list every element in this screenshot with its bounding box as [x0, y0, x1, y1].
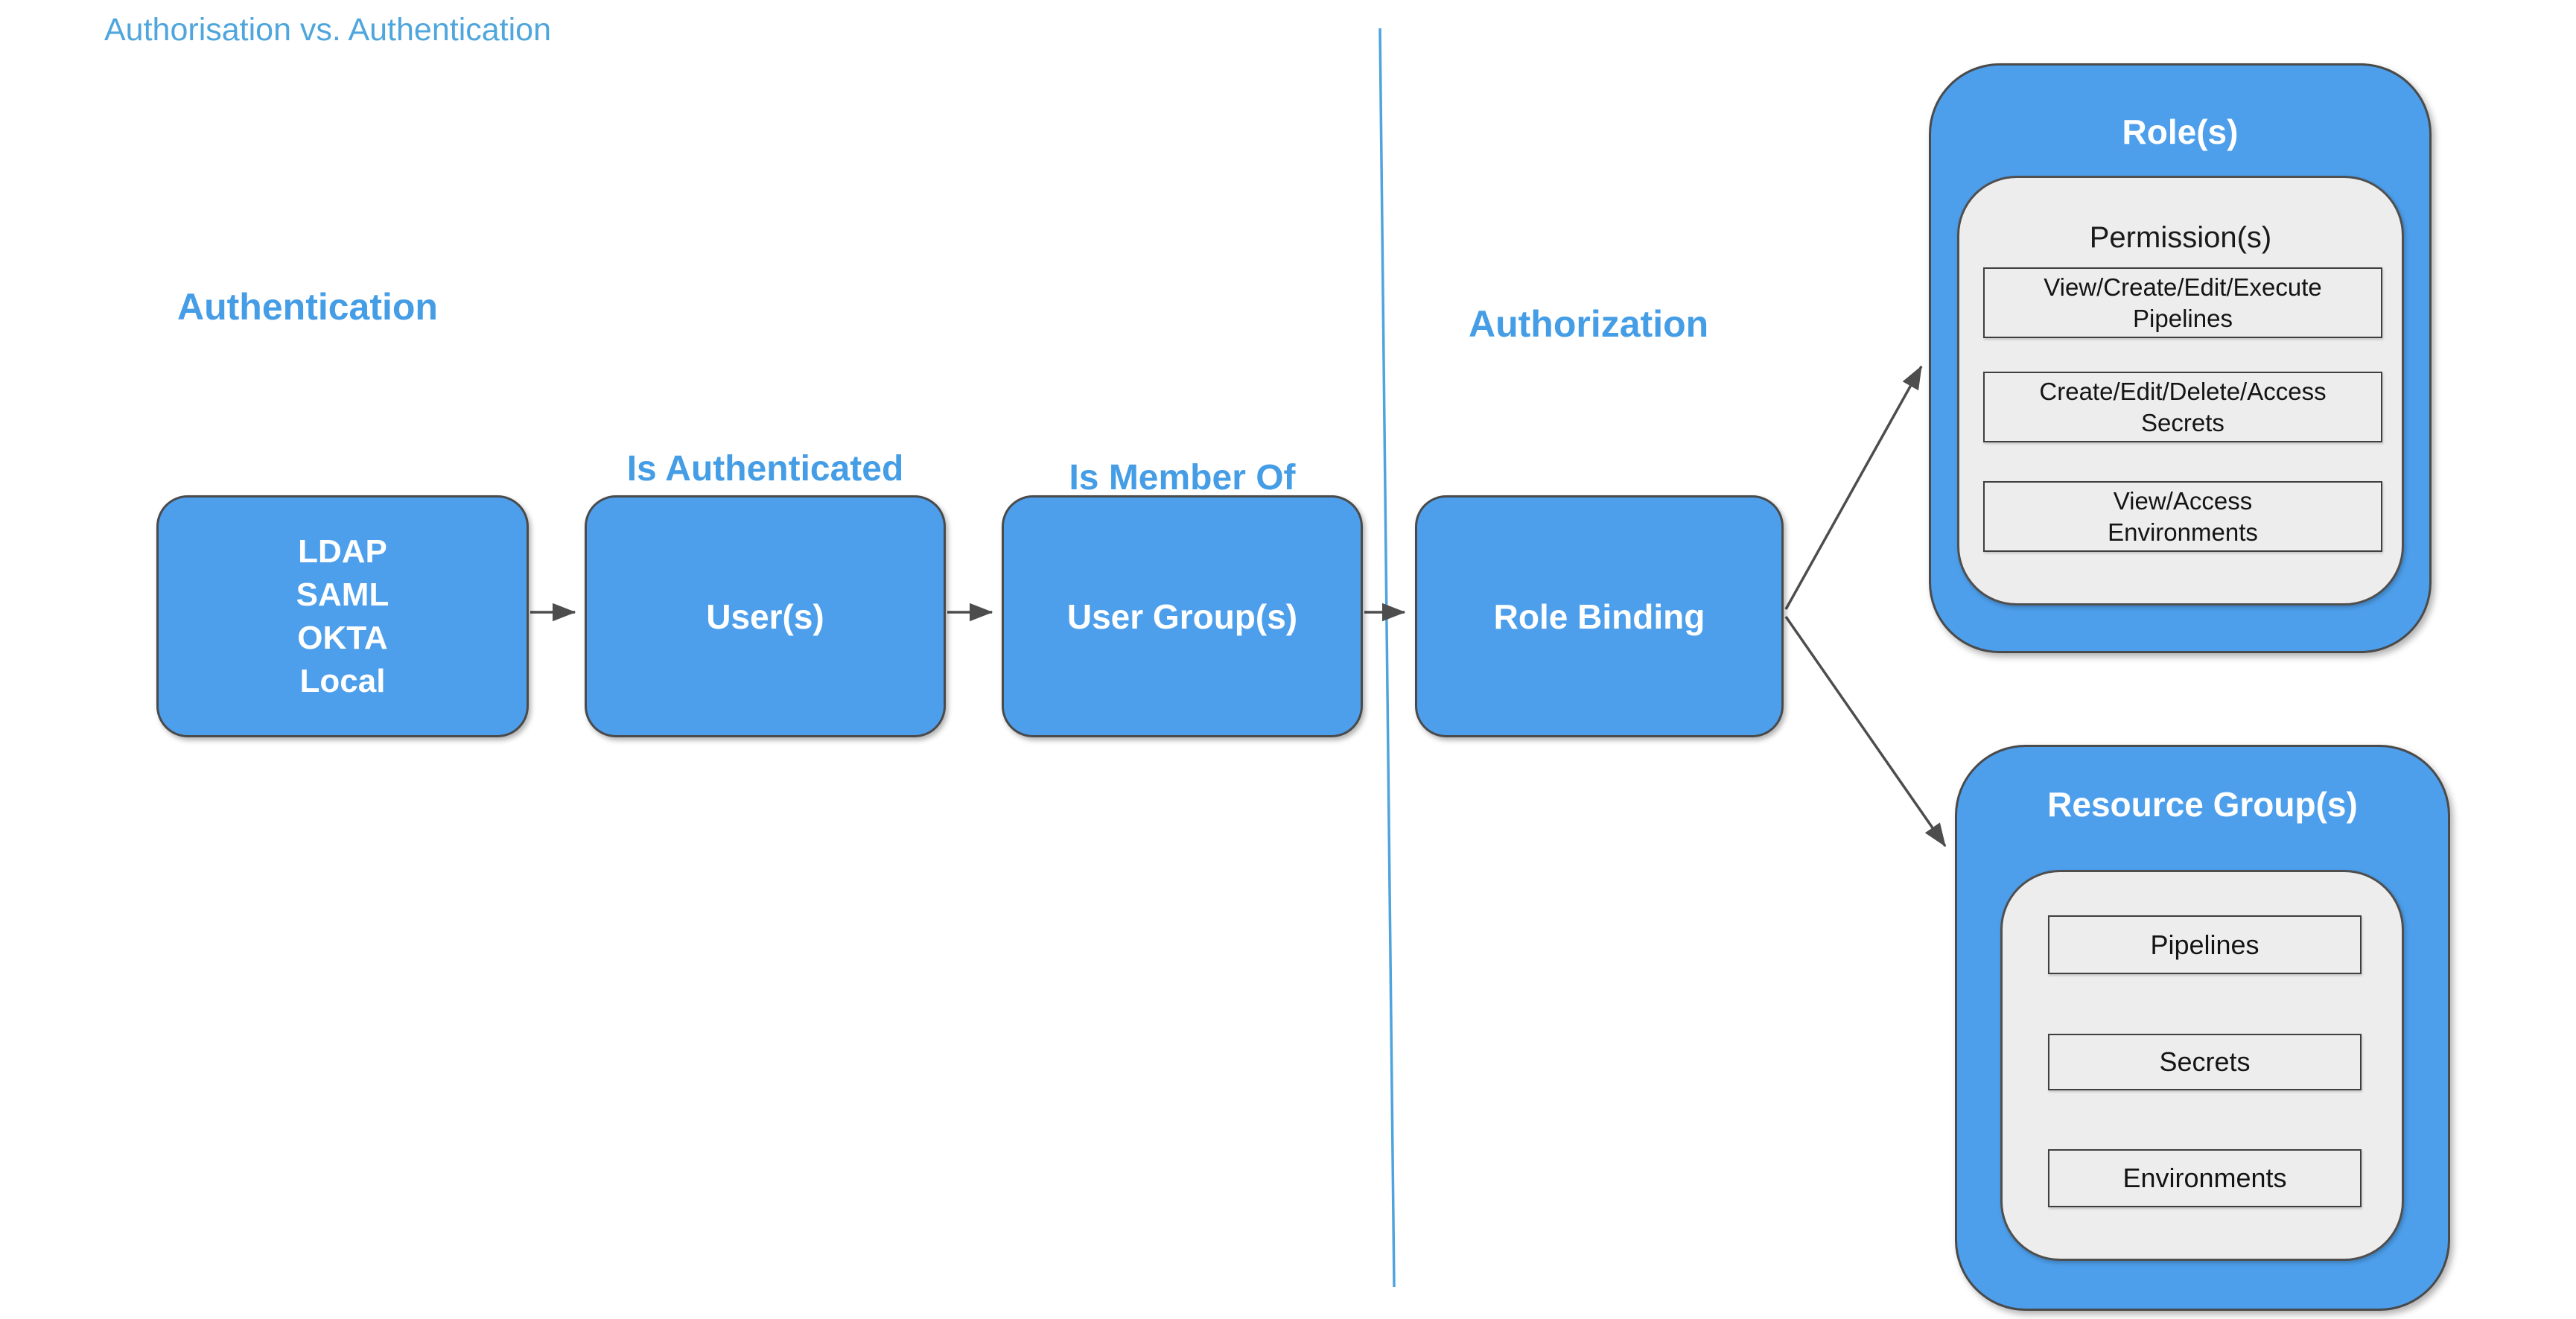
node-role-binding: Role Binding	[1415, 495, 1784, 737]
annotation-is-authenticated: Is Authenticated	[626, 449, 904, 489]
permission-item-secrets: Create/Edit/Delete/Access Secrets	[1983, 372, 2382, 442]
resource-groups-inner: Pipelines Secrets Environments	[2000, 870, 2404, 1261]
node-users-label: User(s)	[706, 597, 824, 636]
node-role-binding-label: Role Binding	[1493, 597, 1705, 636]
resource-item-pipelines: Pipelines	[2048, 915, 2362, 974]
arrow-binding-to-roles	[1784, 365, 1923, 610]
section-label-authorization: Authorization	[1469, 303, 1709, 345]
section-divider-line	[1378, 28, 1396, 1288]
resource-item-environments: Environments	[2048, 1149, 2362, 1207]
node-user-groups: User Group(s)	[1002, 495, 1363, 737]
permission-item-environments: View/Access Environments	[1983, 481, 2382, 552]
container-resource-groups: Resource Group(s) Pipelines Secrets Envi…	[1955, 745, 2450, 1311]
container-roles-title: Role(s)	[2122, 112, 2239, 151]
section-label-authentication: Authentication	[177, 286, 438, 328]
container-resource-groups-title: Resource Group(s)	[2047, 785, 2358, 824]
container-permissions-title: Permission(s)	[2089, 221, 2272, 254]
idp-saml: SAML	[296, 576, 389, 613]
container-roles: Role(s) Permission(s) View/Create/Edit/E…	[1929, 63, 2432, 653]
resource-item-secrets: Secrets	[2048, 1034, 2362, 1090]
annotation-is-member-of: Is Member Of	[1069, 458, 1296, 498]
node-user-groups-label: User Group(s)	[1066, 597, 1298, 636]
page-title: Authorisation vs. Authentication	[104, 12, 551, 48]
container-permissions: Permission(s) View/Create/Edit/Execute P…	[1957, 176, 2404, 606]
idp-okta: OKTA	[297, 619, 388, 656]
arrow-binding-to-resource-groups	[1784, 616, 1947, 848]
idp-ldap: LDAP	[298, 533, 387, 570]
permission-item-pipelines: View/Create/Edit/Execute Pipelines	[1983, 267, 2382, 338]
node-identity-providers: LDAP SAML OKTA Local	[156, 495, 529, 737]
idp-local: Local	[299, 662, 386, 699]
node-users: User(s)	[585, 495, 946, 737]
